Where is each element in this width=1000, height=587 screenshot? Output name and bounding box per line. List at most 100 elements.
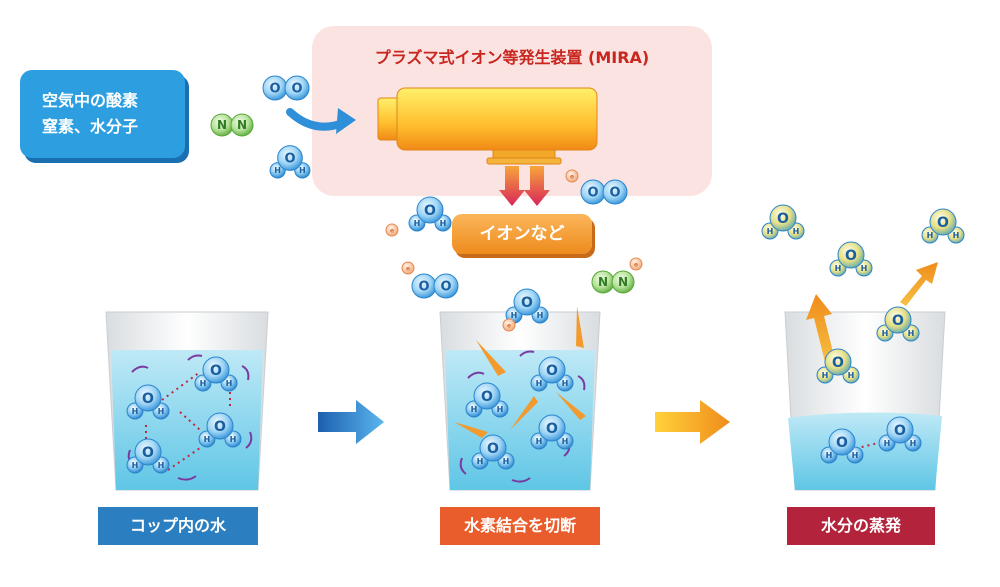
cup2-water-electron: e xyxy=(502,318,516,332)
svg-text:N: N xyxy=(237,118,247,132)
svg-text:O: O xyxy=(487,441,499,457)
svg-text:O: O xyxy=(521,295,533,311)
cup2-water-oxygen-atom: O xyxy=(538,414,566,442)
svg-text:H: H xyxy=(537,311,544,320)
svg-text:O: O xyxy=(291,82,302,97)
ion-o2b-electron: e xyxy=(401,261,415,275)
svg-text:H: H xyxy=(477,457,484,466)
svg-text:H: H xyxy=(908,329,915,338)
evaporation-arrows xyxy=(806,262,938,366)
stage-arrow-2-icon xyxy=(655,400,730,444)
intake-water-oxygen-atom: O xyxy=(277,145,303,171)
cup2-water-oxygen-atom: O xyxy=(479,434,507,462)
ion-n2-nitrogen-atom: N xyxy=(591,270,615,294)
svg-text:e: e xyxy=(570,173,574,180)
svg-text:O: O xyxy=(142,391,154,407)
stage-arrow-1-icon xyxy=(318,400,384,444)
svg-text:H: H xyxy=(882,329,889,338)
ion-water-electron: e xyxy=(385,223,399,237)
svg-text:O: O xyxy=(546,421,558,437)
vapor-water-oxygen-atom: O xyxy=(824,348,852,376)
svg-text:N: N xyxy=(618,275,628,289)
svg-text:O: O xyxy=(836,435,848,451)
intake-n2-nitrogen-atom: N xyxy=(210,113,234,137)
svg-text:H: H xyxy=(536,379,543,388)
svg-text:H: H xyxy=(440,219,447,228)
svg-text:O: O xyxy=(546,363,558,379)
vapor-water-oxygen-atom: O xyxy=(884,306,912,334)
svg-text:O: O xyxy=(284,152,295,167)
svg-text:O: O xyxy=(777,211,789,227)
svg-text:H: H xyxy=(861,264,868,273)
air-box-line1: 空気中の酸素 xyxy=(42,91,139,110)
intake-n2-nitrogen-atom: N xyxy=(230,113,254,137)
vapor-water-oxygen-atom: O xyxy=(837,241,865,269)
svg-text:H: H xyxy=(132,461,139,470)
svg-text:O: O xyxy=(894,423,906,439)
svg-text:O: O xyxy=(142,445,154,461)
svg-text:H: H xyxy=(953,231,960,240)
cup2-water-oxygen-atom: O xyxy=(513,288,541,316)
svg-text:H: H xyxy=(767,227,774,236)
svg-text:H: H xyxy=(503,457,510,466)
svg-text:H: H xyxy=(511,311,518,320)
cup1-water-oxygen-atom: O xyxy=(202,356,230,384)
stage-label-evaporation: 水分の蒸発 xyxy=(787,507,935,545)
svg-text:e: e xyxy=(507,322,511,329)
vapor-water-oxygen-atom: O xyxy=(769,204,797,232)
svg-text:O: O xyxy=(892,313,904,329)
svg-text:H: H xyxy=(848,371,855,380)
svg-text:H: H xyxy=(562,437,569,446)
svg-text:O: O xyxy=(269,82,280,97)
svg-text:O: O xyxy=(937,215,949,231)
svg-text:O: O xyxy=(424,203,436,219)
ion-water-oxygen-atom: O xyxy=(416,196,444,224)
svg-text:H: H xyxy=(274,166,281,175)
intake-o2-oxygen-atom: O xyxy=(284,75,310,101)
svg-text:H: H xyxy=(158,461,165,470)
ion-o2-oxygen-atom: O xyxy=(602,179,628,205)
svg-text:O: O xyxy=(418,280,429,295)
svg-text:H: H xyxy=(852,451,859,460)
cup1-water-oxygen-atom: O xyxy=(206,412,234,440)
svg-text:N: N xyxy=(217,118,227,132)
svg-text:H: H xyxy=(536,437,543,446)
ion-o2-electron: e xyxy=(565,169,579,183)
air-molecules-box: 空気中の酸素 窒素、水分子 xyxy=(20,70,185,158)
device-title: プラズマ式イオン等発生装置 (MIRA) xyxy=(374,48,650,67)
svg-text:N: N xyxy=(598,275,608,289)
ion-o2b-oxygen-atom: O xyxy=(411,273,437,299)
svg-text:H: H xyxy=(884,439,891,448)
svg-text:O: O xyxy=(440,280,451,295)
intake-o2-oxygen-atom: O xyxy=(262,75,288,101)
svg-text:e: e xyxy=(390,227,394,234)
ion-n2-electron: e xyxy=(629,257,643,271)
ion-o2-oxygen-atom: O xyxy=(580,179,606,205)
svg-text:O: O xyxy=(210,363,222,379)
air-box-line2: 窒素、水分子 xyxy=(42,117,139,136)
cup3-water-oxygen-atom: O xyxy=(886,416,914,444)
motion-arrows xyxy=(127,350,586,483)
svg-text:H: H xyxy=(927,231,934,240)
svg-text:H: H xyxy=(414,219,421,228)
svg-text:H: H xyxy=(822,371,829,380)
svg-text:O: O xyxy=(845,248,857,264)
cup1-water-oxygen-atom: O xyxy=(134,384,162,412)
svg-text:O: O xyxy=(609,186,620,201)
svg-text:H: H xyxy=(835,264,842,273)
svg-text:H: H xyxy=(471,405,478,414)
svg-text:e: e xyxy=(634,261,638,268)
ion-label: イオンなど xyxy=(452,214,592,254)
stage-label-break-hydrogen-bonds: 水素結合を切断 xyxy=(440,507,600,545)
cup1-water-oxygen-atom: O xyxy=(134,438,162,466)
stage-label-water-in-cup: コップ内の水 xyxy=(98,507,258,545)
svg-text:H: H xyxy=(299,166,306,175)
svg-text:O: O xyxy=(587,186,598,201)
cup3-water-oxygen-atom: O xyxy=(828,428,856,456)
svg-text:H: H xyxy=(132,407,139,416)
svg-text:O: O xyxy=(214,419,226,435)
svg-text:O: O xyxy=(481,389,493,405)
plasma-shards xyxy=(454,306,586,438)
cup2-water-oxygen-atom: O xyxy=(473,382,501,410)
